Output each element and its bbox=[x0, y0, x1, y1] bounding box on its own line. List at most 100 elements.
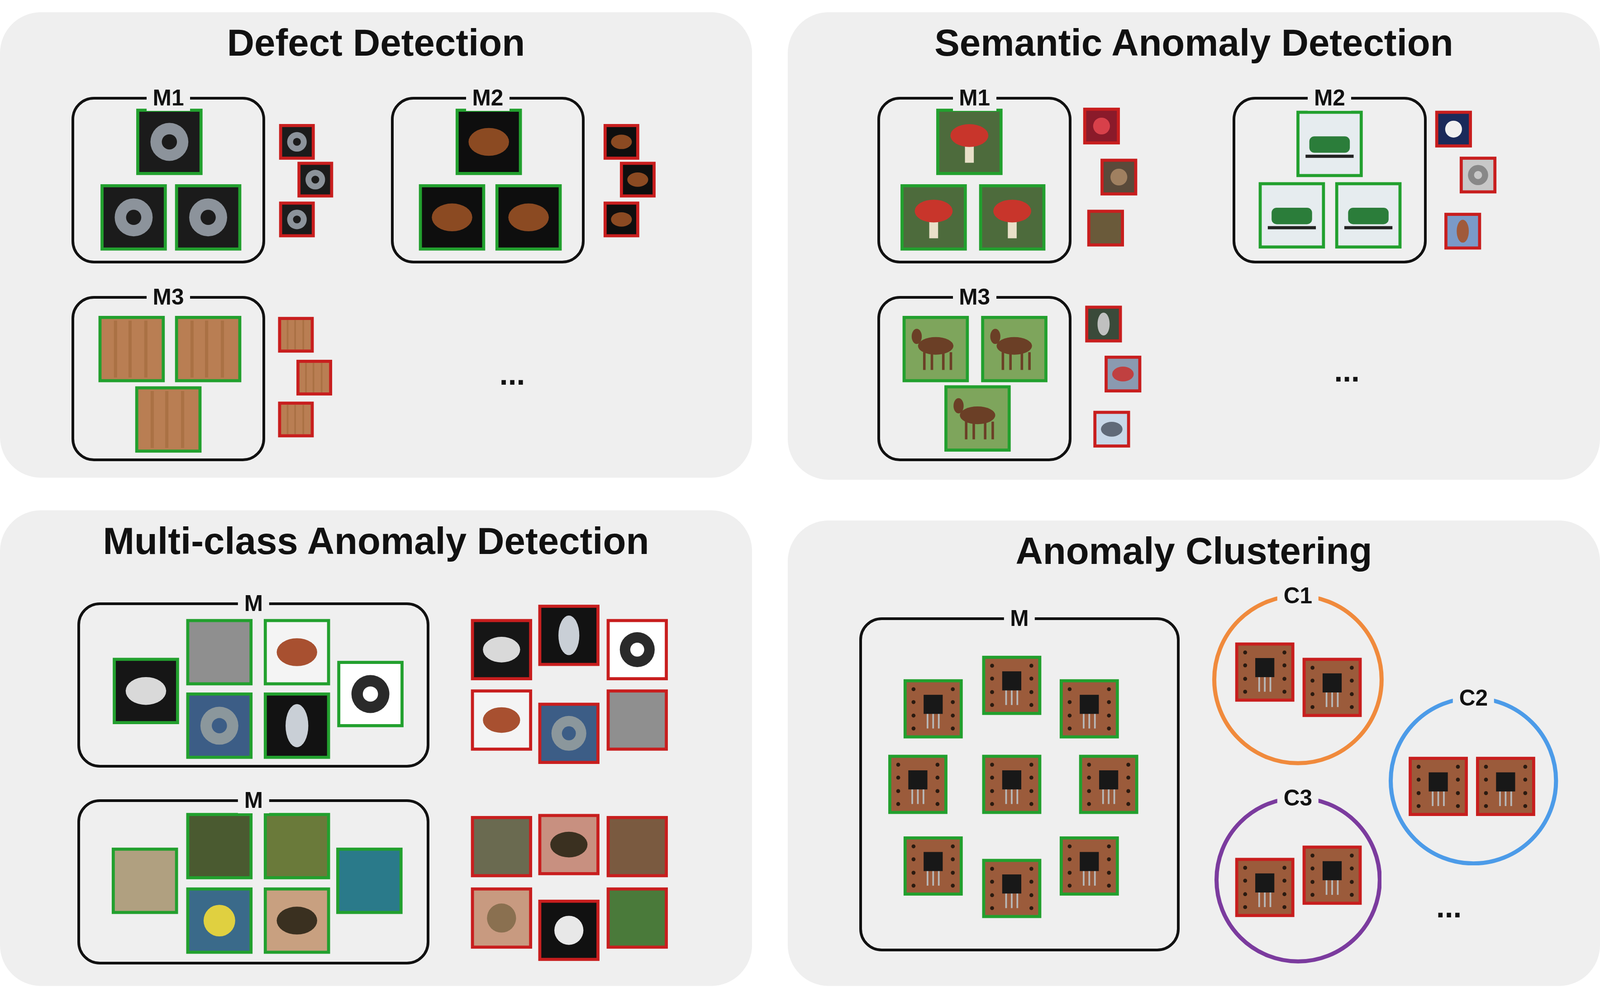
transistor-pin bbox=[1016, 890, 1019, 908]
photo-thumbnail bbox=[1095, 412, 1129, 446]
transistor-body bbox=[923, 694, 943, 714]
normal-frame bbox=[982, 317, 1047, 381]
anomaly-frame bbox=[297, 361, 331, 394]
cluster-ring bbox=[1390, 697, 1557, 863]
horse-leg bbox=[1001, 352, 1005, 370]
photo-thumbnail bbox=[337, 848, 401, 913]
normal-frame bbox=[176, 317, 240, 381]
photo-thumbnail bbox=[539, 815, 599, 874]
transistor-pin bbox=[1005, 890, 1008, 908]
board-hole bbox=[1523, 764, 1528, 769]
cluster-label: C2 bbox=[1452, 685, 1494, 711]
board-hole bbox=[935, 789, 940, 794]
transistor-pin bbox=[1510, 789, 1513, 806]
photo-ground bbox=[539, 815, 599, 874]
board-hole bbox=[1067, 713, 1072, 718]
board-hole bbox=[911, 713, 916, 718]
photo-ground bbox=[982, 317, 1047, 381]
transistor-pin bbox=[1258, 890, 1261, 907]
board-hole bbox=[1282, 650, 1287, 655]
model-label: M1 bbox=[146, 85, 191, 111]
photo-thumbnail bbox=[100, 317, 164, 381]
board-hole bbox=[1349, 853, 1354, 858]
board-hole bbox=[896, 789, 901, 794]
board-hole bbox=[950, 883, 955, 888]
board-hole bbox=[1067, 726, 1072, 731]
board-hole bbox=[1310, 853, 1315, 858]
photo-thumbnail bbox=[338, 662, 403, 726]
board-hole bbox=[1106, 726, 1111, 731]
board-hole bbox=[950, 686, 955, 691]
board-hole bbox=[1029, 801, 1034, 806]
board-hole bbox=[1242, 676, 1248, 681]
anomaly-frame bbox=[1086, 307, 1121, 341]
photo-thumbnail bbox=[176, 185, 240, 249]
board-hole bbox=[1310, 866, 1315, 871]
board-hole bbox=[1067, 870, 1072, 875]
wood-grain bbox=[312, 362, 315, 393]
transistor-pin bbox=[1102, 786, 1105, 804]
object-hole bbox=[1474, 171, 1483, 180]
photo-thumbnail bbox=[904, 317, 968, 381]
transistor-pin bbox=[932, 711, 934, 729]
photo-thumbnail bbox=[187, 693, 252, 758]
normal-frame bbox=[1336, 183, 1400, 248]
board-hole bbox=[1106, 857, 1111, 862]
model-box: M3 bbox=[877, 295, 1072, 462]
photo-ground bbox=[1445, 214, 1480, 248]
anomaly-frame bbox=[472, 817, 531, 876]
anomaly-frame bbox=[472, 690, 531, 750]
transistor-pin bbox=[1325, 690, 1328, 707]
transistor-body bbox=[1079, 694, 1099, 714]
board-hole bbox=[1029, 775, 1034, 780]
photo-ground bbox=[1080, 756, 1137, 813]
photo-thumbnail bbox=[1061, 680, 1118, 737]
model-box: M bbox=[859, 617, 1180, 951]
object-shape bbox=[610, 212, 632, 227]
normal-frame bbox=[265, 888, 329, 953]
photo-ground bbox=[1436, 112, 1471, 146]
object-shape bbox=[554, 915, 584, 945]
photo-ground bbox=[102, 185, 166, 249]
board-hole bbox=[1416, 764, 1421, 769]
photo-thumbnail bbox=[1410, 758, 1467, 815]
board-hole bbox=[1282, 663, 1287, 668]
photo-thumbnail bbox=[982, 317, 1047, 381]
model-box: M2 bbox=[390, 96, 585, 264]
photo-thumbnail bbox=[102, 185, 166, 249]
object-shape bbox=[1467, 164, 1489, 186]
transistor-pin bbox=[1331, 877, 1334, 895]
board-hole bbox=[990, 801, 995, 806]
cluster-outline bbox=[1388, 695, 1558, 866]
model-box: M2 bbox=[1232, 96, 1427, 264]
cluster-label: C3 bbox=[1277, 785, 1319, 811]
normal-frame bbox=[265, 620, 329, 684]
board-hole bbox=[1126, 762, 1131, 767]
task-panel: M1M2M3Semantic Anomaly Detection bbox=[787, 12, 1600, 480]
photo-ground bbox=[1236, 643, 1293, 700]
object-hole bbox=[630, 642, 645, 657]
normal-frame bbox=[904, 317, 968, 381]
photo-ground bbox=[1304, 659, 1361, 716]
photo-ground bbox=[187, 814, 252, 878]
board-hole bbox=[1484, 804, 1489, 809]
wood-grain bbox=[220, 320, 224, 378]
board-hole bbox=[1086, 789, 1091, 794]
object-hole bbox=[311, 175, 320, 184]
photo-thumbnail bbox=[1102, 160, 1136, 194]
photo-ground bbox=[1102, 160, 1136, 194]
transistor-pin bbox=[1442, 789, 1445, 806]
board-hole bbox=[1029, 690, 1034, 695]
board-hole bbox=[1282, 676, 1287, 681]
model-label: M bbox=[238, 787, 269, 814]
horse-leg bbox=[942, 352, 945, 370]
photo-ground bbox=[137, 110, 201, 174]
anomaly-frame bbox=[1477, 758, 1534, 815]
object-shape bbox=[486, 903, 516, 933]
board-hole bbox=[896, 762, 901, 767]
photo-ground bbox=[265, 620, 329, 684]
board-hole bbox=[1067, 857, 1072, 862]
photo-thumbnail bbox=[539, 900, 599, 960]
anomaly-frame bbox=[279, 403, 313, 436]
photo-thumbnail bbox=[889, 756, 946, 813]
